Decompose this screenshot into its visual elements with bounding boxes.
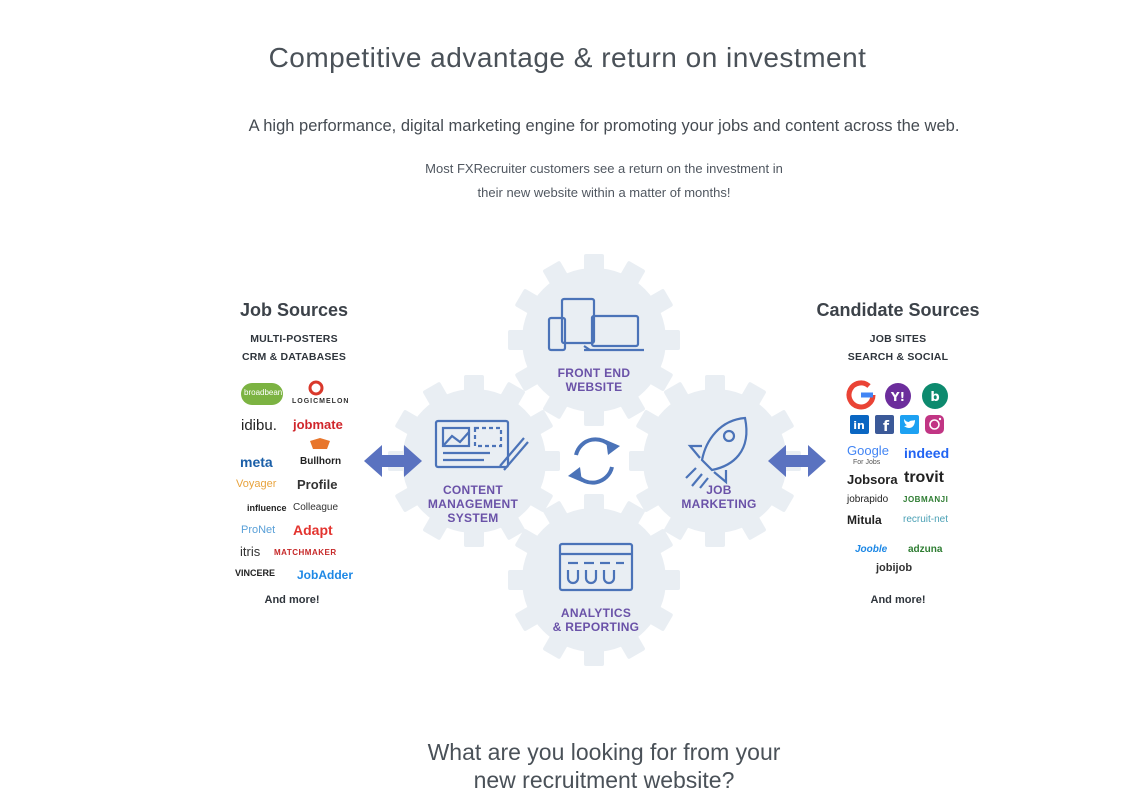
logicmelon-icon bbox=[308, 380, 324, 396]
logo-jobsora: Jobsora bbox=[847, 472, 898, 487]
logo-broadbean: broadbean bbox=[244, 388, 283, 397]
candidate-sources-title: Candidate Sources bbox=[816, 300, 980, 320]
logo-jobmanji: JOBMANJI bbox=[903, 495, 949, 504]
job-sources-title: Job Sources bbox=[239, 300, 349, 320]
left-double-arrow-icon bbox=[364, 445, 422, 477]
right-double-arrow-icon bbox=[768, 445, 826, 477]
logo-jooble: Jooble bbox=[855, 544, 888, 555]
rocket-icon bbox=[685, 416, 748, 489]
bullhorn-icon bbox=[310, 438, 330, 449]
yahoo-icon: Y! bbox=[885, 383, 911, 409]
page-subtitle: A high performance, digital marketing en… bbox=[248, 117, 960, 135]
logo-logicmelon: LOGICMELON bbox=[292, 398, 350, 405]
logo-google-for-jobs: Google bbox=[847, 443, 889, 458]
logo-matchmaker: MATCHMAKER bbox=[274, 548, 337, 557]
svg-text:f: f bbox=[883, 419, 890, 435]
logo-meta: meta bbox=[240, 454, 273, 470]
section-question-heading: What are you looking for from your new r… bbox=[427, 739, 781, 793]
bing-icon: b bbox=[922, 383, 948, 409]
facebook-icon: f bbox=[875, 415, 894, 435]
roi-line-1: Most FXRecruiter customers see a return … bbox=[425, 161, 783, 176]
logo-voyager: Voyager bbox=[236, 478, 277, 490]
refresh-icon bbox=[574, 437, 614, 485]
candidate-sources-and-more: And more! bbox=[870, 594, 926, 606]
cms-editor-icon bbox=[434, 419, 529, 471]
analytics-dashboard-icon bbox=[558, 542, 634, 592]
logo-indeed: indeed bbox=[904, 445, 950, 461]
roi-text: Most FXRecruiter customers see a return … bbox=[0, 157, 1135, 205]
logo-jobmate: jobmate bbox=[293, 417, 343, 432]
page-title: Competitive advantage & return on invest… bbox=[268, 42, 867, 73]
google-for-jobs-sub: For Jobs bbox=[853, 459, 881, 466]
broadbean-logo bbox=[241, 383, 283, 405]
svg-text:Y!: Y! bbox=[890, 390, 905, 404]
linkedin-icon: in bbox=[850, 415, 869, 434]
candidate-sources-subtitle: JOB SITES SEARCH & SOCIAL bbox=[847, 333, 949, 363]
twitter-icon bbox=[900, 415, 919, 434]
logo-pronet: ProNet bbox=[241, 524, 276, 536]
logo-jobadder: JobAdder bbox=[297, 568, 354, 582]
logo-jobijob: jobijob bbox=[876, 562, 913, 574]
gear-label-analytics: ANALYTICS & REPORTING bbox=[552, 606, 640, 634]
job-sources-and-more: And more! bbox=[264, 594, 320, 606]
logo-trovit: trovit bbox=[904, 469, 944, 486]
gear-label-cms: CONTENT MANAGEMENT SYSTEM bbox=[427, 483, 519, 525]
roi-line-2: their new website within a matter of mon… bbox=[477, 185, 731, 200]
logo-adzuna: adzuna bbox=[908, 544, 943, 555]
logo-itris: itris bbox=[240, 544, 261, 559]
gear-label-front-end: FRONT END WEBSITE bbox=[557, 366, 631, 394]
gear-label-job-marketing: JOB MARKETING bbox=[681, 483, 757, 511]
logo-adapt: Adapt bbox=[293, 522, 333, 538]
instagram-icon bbox=[925, 415, 944, 434]
job-sources-subtitle: MULTI-POSTERS CRM & DATABASES bbox=[241, 333, 347, 363]
devices-icon bbox=[547, 297, 644, 352]
logo-idibu: idibu. bbox=[241, 417, 277, 434]
google-icon bbox=[846, 380, 876, 410]
logo-bullhorn: Bullhorn bbox=[300, 456, 342, 467]
logo-profile: Profile bbox=[297, 477, 338, 492]
gear-analytics bbox=[508, 494, 680, 666]
logo-influence: influence bbox=[247, 503, 287, 513]
logo-jobrapido: jobrapido bbox=[847, 494, 889, 505]
logo-vincere: VINCERE bbox=[235, 568, 276, 578]
logo-recruit-net: recruit-net bbox=[903, 514, 949, 525]
logo-colleague: Colleague bbox=[293, 502, 339, 513]
logo-mitula: Mitula bbox=[847, 513, 882, 527]
svg-text:in: in bbox=[853, 419, 865, 432]
svg-text:b: b bbox=[930, 390, 939, 405]
